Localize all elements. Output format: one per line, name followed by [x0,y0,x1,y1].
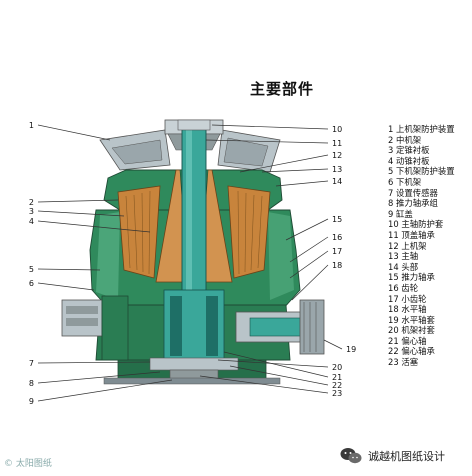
callout-number: 23 [332,389,342,398]
callout-number: 17 [332,247,342,256]
callout-number: 4 [29,217,34,226]
callout-number: 2 [29,198,34,207]
parts-legend: 1 上机架防护装置 2 中机架 3 定锥衬板 4 动锥衬板 5 下机架防护装置 … [388,124,472,368]
callout-leader [37,371,161,384]
lower-frame-guard [61,295,129,361]
callout-number: 6 [29,279,34,288]
callout-leader [205,139,329,144]
legend-item: 17 小齿轮 [388,293,427,304]
legend-item: 16 齿轮 [388,282,419,293]
base-plate [103,377,281,385]
callout-number: 22 [332,381,342,390]
watermark-left: © 太阳图纸 [4,459,52,469]
callout-number: 14 [332,177,342,186]
callout-number: 16 [332,233,342,242]
legend-item: 2 中机架 [388,134,422,145]
callout-leader [275,180,329,187]
legend-item: 1 上机架防护装置 [388,124,455,134]
callout-leader [211,124,329,130]
callout-number: 3 [29,207,34,216]
callout-number: 13 [332,165,342,174]
diagram-title: 主要部件 [250,80,315,98]
callout-number: 11 [332,139,342,148]
callout-number: 8 [29,379,34,388]
legend-item: 21 偏心轴 [388,335,427,346]
legend-item: 23 活塞 [388,357,419,368]
callout-leader [323,339,343,350]
callout-number: 5 [29,265,34,274]
callout-leader [199,375,329,394]
callout-leader [37,282,95,291]
callout-number: 7 [29,359,34,368]
legend-item: 12 上机架 [388,240,427,251]
bowl-liner [117,185,271,279]
legend-item: 22 偏心轴承 [388,346,435,357]
legend-item: 8 推力轴承组 [388,198,438,209]
callout-number: 20 [332,363,342,372]
callout-number: 9 [29,397,34,406]
legend-item: 18 水平轴 [388,304,427,315]
callout-number: 10 [332,125,342,134]
callout-leader [37,220,151,233]
eccentric-assembly [149,289,239,381]
callout-number: 12 [332,151,342,160]
callout-leader [223,351,329,378]
callout-leader [37,379,173,402]
callout-leader [37,210,125,217]
legend-item: 7 设置传感器 [388,187,438,198]
legend-item: 4 动锥衬板 [388,155,430,166]
callout-number: 19 [346,345,356,354]
legend-item: 5 下机架防护装置 [388,166,455,177]
callout-number: 21 [332,373,342,382]
legend-item: 15 推力轴承 [388,272,435,283]
callout-leader [37,361,151,364]
callout-leader [37,268,101,271]
wechat-icon [340,448,362,464]
countershaft [235,299,325,355]
legend-item: 14 头部 [388,261,419,272]
callout-leader [261,168,329,173]
callout-number: 1 [29,121,34,130]
callout-leader [289,250,329,279]
callout-leader [37,199,119,203]
legend-item: 3 定锥衬板 [388,145,430,156]
callout-leader [289,236,329,263]
legend-item: 20 机架衬套 [388,325,435,336]
callout-number: 18 [332,261,342,270]
legend-item: 9 缸盖 [388,208,413,219]
callout-leader [37,124,111,141]
legend-item: 11 顶盖轴承 [388,229,435,240]
callout-leader [229,365,329,386]
watermark: 诚越机图纸设计 [340,446,445,466]
callout-leader [285,218,329,241]
callout-number: 15 [332,215,342,224]
watermark-text: 诚越机图纸设计 [368,450,445,463]
legend-item: 6 下机架 [388,176,422,187]
legend-item: 13 主轴 [388,251,419,262]
callout-leader [291,264,329,301]
legend-item: 10 主轴防护套 [388,219,444,230]
callout-leader [239,154,329,173]
legend-item: 19 水平轴套 [388,314,435,325]
